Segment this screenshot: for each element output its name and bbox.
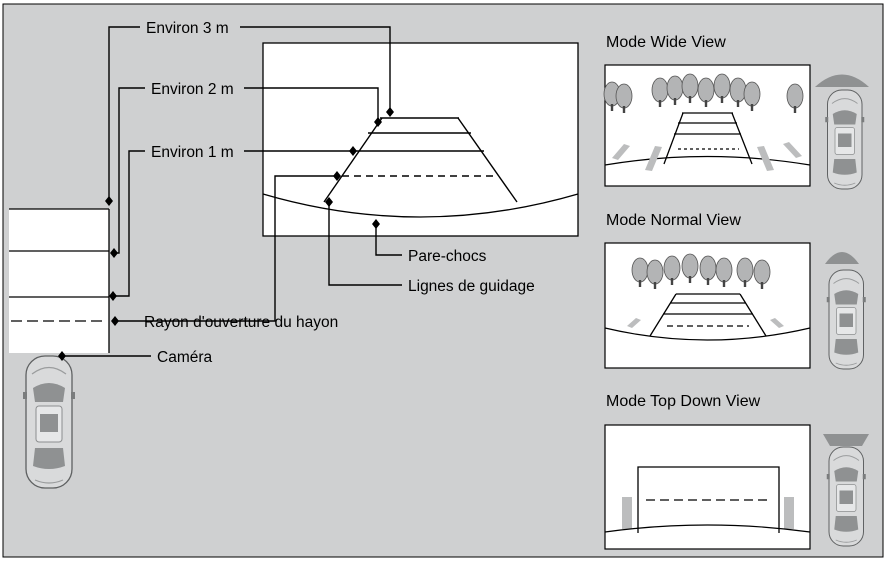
parking-zone	[9, 208, 110, 353]
label-environ-3m: Environ 3 m	[146, 20, 229, 37]
normal-view-thumbnail	[604, 242, 811, 369]
label-environ-1m: Environ 1 m	[151, 144, 234, 161]
leader-lines	[62, 26, 402, 357]
diamond-marker-icon	[58, 107, 394, 361]
top-down-view-thumbnail	[604, 424, 811, 550]
car-top-view-icon	[826, 446, 867, 547]
wide-view-thumbnail	[603, 64, 811, 187]
car-top-view-icon	[824, 89, 865, 190]
label-environ-2m: Environ 2 m	[151, 81, 234, 98]
label-camera: Caméra	[157, 349, 213, 366]
label-guide-lines: Lignes de guidage	[408, 278, 535, 295]
camera-range-icon	[823, 434, 869, 446]
camera-view	[262, 42, 579, 237]
camera-range-icon	[825, 252, 859, 264]
mode-title-normal: Mode Normal View	[606, 212, 741, 229]
label-bumper: Pare-chocs	[408, 248, 487, 265]
mode-title-top-down: Mode Top Down View	[606, 393, 761, 410]
label-tailgate-radius: Rayon d'ouverture du hayon	[144, 314, 338, 331]
mode-title-wide: Mode Wide View	[606, 34, 726, 51]
car-top-view-icon	[22, 355, 76, 489]
car-top-view-icon	[826, 269, 867, 370]
camera-range-icon	[815, 74, 869, 87]
